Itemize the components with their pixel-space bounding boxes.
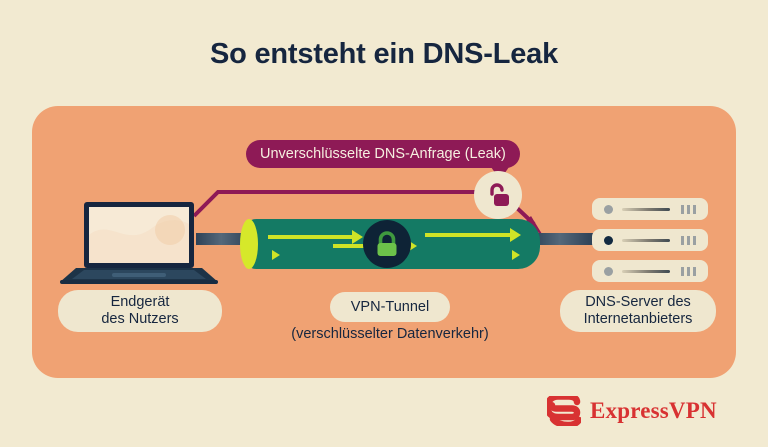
server-status-dot [604,267,613,276]
flow-chevron-left [272,250,280,260]
flow-arrow-3-head [510,228,521,242]
open-padlock-icon [474,171,522,219]
flow-arrow-2-head [406,239,417,253]
server-unit [592,229,708,251]
expressvpn-e-mark [547,396,581,426]
server-slot-line [622,239,670,242]
device-label-line2: des Nutzers [101,311,179,327]
server-bars [681,236,696,245]
server-unit [592,198,708,220]
vpn-label: VPN-Tunnel [330,292,450,322]
leak-badge: Unverschlüsselte DNS-Anfrage (Leak) [246,140,520,168]
server-slot-line [622,208,670,211]
device-label: Endgerät des Nutzers [58,290,222,332]
dns-label-line1: DNS-Server des [585,294,691,310]
server-bars [681,205,696,214]
vpn-caption: (verschlüsselter Datenverkehr) [291,326,489,342]
dns-label-line2: Internetanbieters [583,311,693,327]
laptop-icon [60,200,220,286]
vpn-tunnel-opening [240,219,258,269]
expressvpn-logo: ExpressVPN [547,396,717,426]
flow-arrow-3-line [425,233,510,237]
server-slot-line [622,270,670,273]
page-title: So entsteht ein DNS-Leak [209,38,559,70]
device-label-line1: Endgerät [110,294,170,310]
server-status-dot [604,205,613,214]
expressvpn-wordmark: ExpressVPN [590,398,717,423]
server-rack-icon [592,198,708,282]
closed-padlock-icon [363,220,411,268]
server-unit [592,260,708,282]
flow-arrow-1-line [268,235,352,239]
leak-badge-label: Unverschlüsselte DNS-Anfrage (Leak) [260,146,506,162]
server-status-dot [604,236,613,245]
flow-chevron-right [512,250,520,260]
flow-arrow-1-head [352,230,363,244]
dns-label: DNS-Server des Internetanbieters [560,290,716,332]
server-bars [681,267,696,276]
